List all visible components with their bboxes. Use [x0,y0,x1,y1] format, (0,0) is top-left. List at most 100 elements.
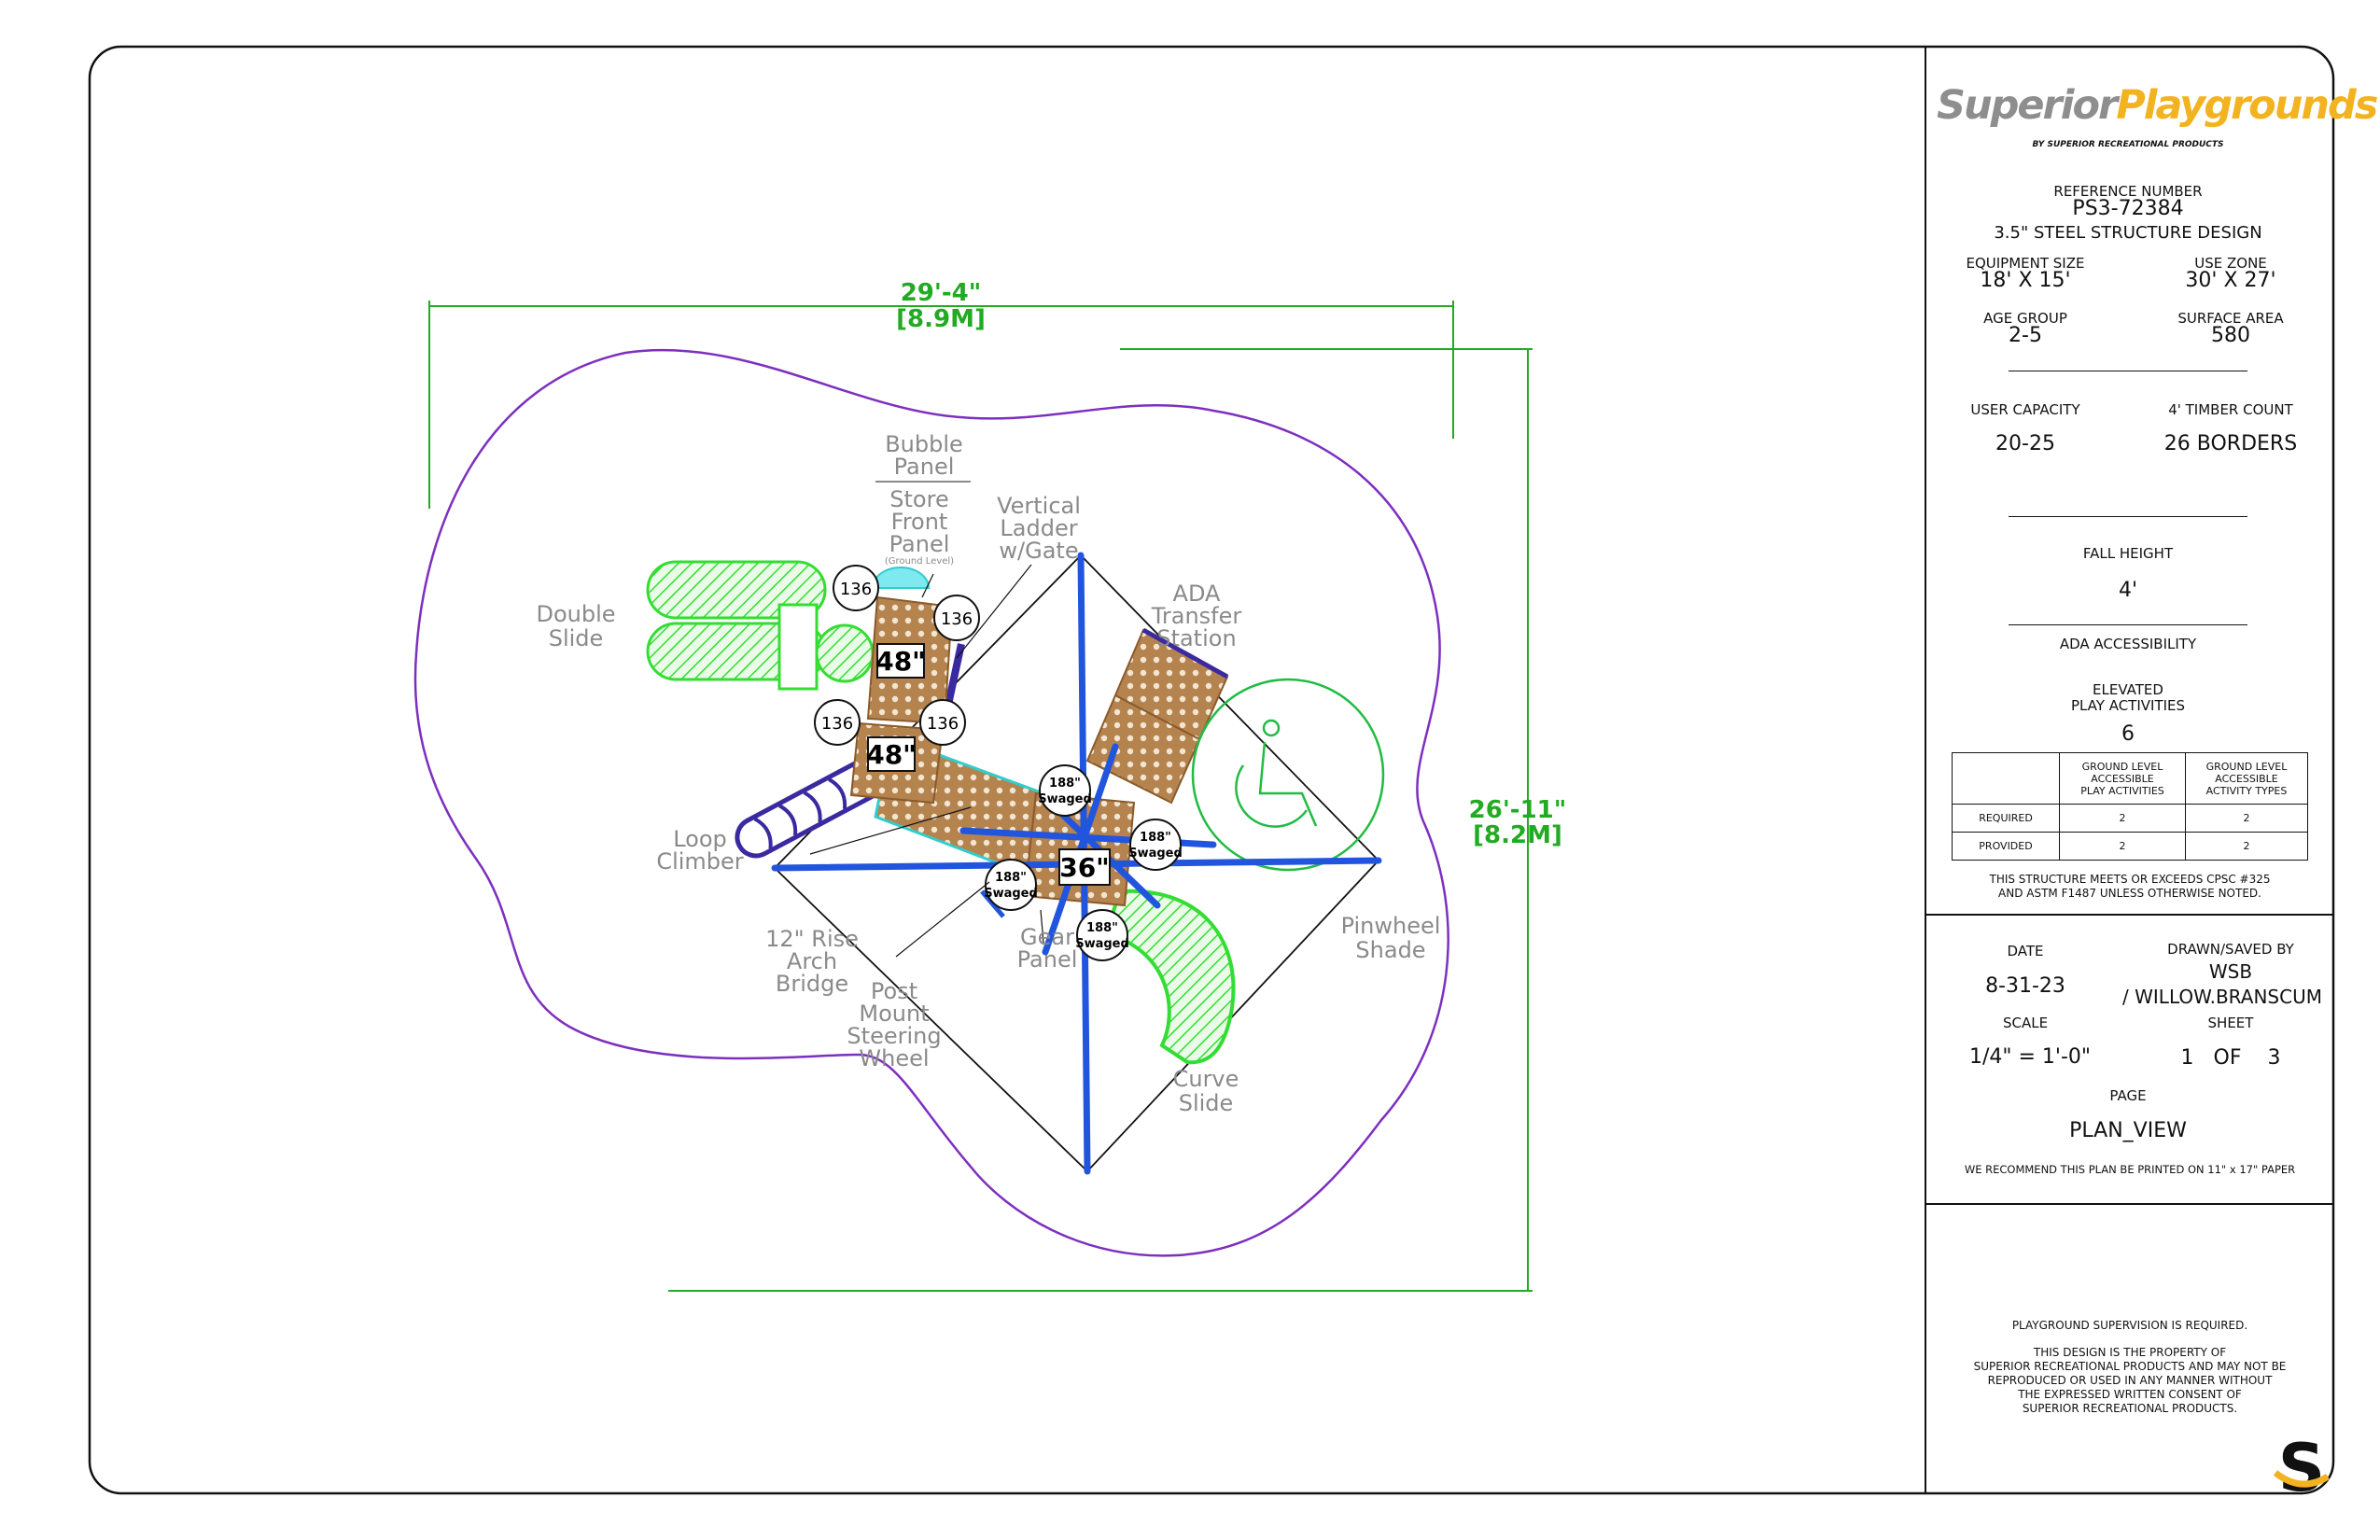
timber-count-label: 4' TIMBER COUNT [2168,401,2293,418]
svg-text:48": 48" [875,646,926,677]
post-marker: 136 [933,595,980,641]
scale-value: 1/4" = 1'-0" [1968,1045,2092,1069]
equipment-size-label: EQUIPMENT SIZE [1966,255,2085,272]
property-note: THIS DESIGN IS THE PROPERTY OF [2033,1346,2227,1359]
surface-area-value: 580 [2211,324,2250,347]
user-capacity-value: 20-25 [1995,432,2055,455]
use-zone-value: 30' X 27' [2185,269,2276,292]
supervision-note: PLAYGROUND SUPERVISION IS REQUIRED. [2011,1319,2248,1332]
reference-label: REFERENCE NUMBER [2053,183,2203,200]
label-arch-bridge: Arch [787,948,837,974]
property-note: SUPERIOR RECREATIONAL PRODUCTS AND MAY N… [1973,1360,2287,1373]
svg-text:Swaged: Swaged [1075,937,1129,951]
label-pinwheel-shade: Pinwheel [1341,913,1441,939]
page-value: PLAN_VIEW [2069,1119,2187,1142]
label-store-front-panel: Panel [889,531,950,557]
svg-text:188": 188" [1049,777,1081,791]
svg-text:188": 188" [1086,921,1118,935]
property-note: REPRODUCED OR USED IN ANY MANNER WITHOUT [1987,1374,2273,1387]
label-loop-climber: Loop [673,826,727,852]
label-store-front-panel: Store [889,486,948,512]
deck-height-tag: 48" [875,643,926,679]
vertical-ladder [945,643,965,706]
sheet-value: 1 OF 3 [2180,1046,2281,1070]
label-vertical-ladder: Vertical [997,493,1081,519]
print-note: WE RECOMMEND THIS PLAN BE PRINTED ON 11"… [1964,1163,2296,1176]
post-height-label: 136 [840,580,872,599]
page-label: PAGE [2109,1087,2147,1104]
label-arch-bridge: 12" Rise [765,926,859,952]
width-dimension-metric: [8.9M] [896,305,986,333]
age-group-value: 2-5 [2009,324,2042,347]
brand-logo: SuperiorPlaygrounds [1937,82,2378,129]
use-zone-label: USE ZONE [2194,255,2267,272]
elevated-label: ELEVATED [2093,681,2163,698]
label-gear-panel: Panel [1017,946,1078,973]
drawn-by-initials: WSB [2208,960,2253,983]
drawn-by-user: / WILLOW.BRANSCUM [2122,986,2322,1008]
reference-number: PS3-72384 [2072,197,2184,220]
post-marker: 136 [814,699,861,746]
label-double-slide: Slide [549,625,604,651]
ada-accessibility-circle [1191,678,1385,872]
label-loop-climber: Climber [656,848,743,875]
swaged-post-marker: 188" Swaged [1038,764,1092,817]
date-label: DATE [2007,943,2044,959]
label-curve-slide: Slide [1179,1090,1234,1116]
label-vertical-ladder: Ladder [1000,515,1077,541]
label-gear-panel: Gear [1020,924,1074,950]
svg-text:188": 188" [995,871,1027,885]
post-height-label: 136 [821,714,853,734]
label-curve-slide: Curve [1173,1066,1239,1092]
svg-text:Swaged: Swaged [984,887,1038,901]
timber-count-value: 26 BORDERS [2163,432,2298,455]
bubble-panel [871,567,931,589]
double-slide [646,560,875,691]
scale-label: SCALE [2002,1015,2049,1031]
depth-dimension-label: 26'-11" [1469,796,1567,824]
table-row: PROVIDED 2 2 [1952,832,2309,861]
label-store-front-note: (Ground Level) [885,556,954,567]
width-dimension [428,301,1454,509]
date-value: 8-31-23 [1985,974,2065,998]
ada-accessibility-label: ADA ACCESSIBILITY [2059,636,2197,652]
svg-text:36": 36" [1059,852,1110,883]
label-steering-wheel: Post [871,978,917,1004]
compliance-note: THIS STRUCTURE MEETS OR EXCEEDS CPSC #32… [1989,873,2271,886]
brand-byline: BY SUPERIOR RECREATIONAL PRODUCTS [2032,140,2224,149]
svg-text:S: S [2278,1430,2325,1506]
svg-text:188": 188" [1140,831,1171,845]
ada-transfer-station [1085,627,1229,805]
label-steering-wheel: Wheel [859,1045,929,1071]
svg-text:Swaged: Swaged [1038,792,1092,806]
post-height-label: 136 [941,609,973,629]
fall-height-value: 4' [2118,579,2138,602]
label-ada-transfer: Transfer [1151,603,1242,629]
label-store-front-panel: Front [891,509,948,535]
property-note: THE EXPRESSED WRITTEN CONSENT OF [2018,1388,2242,1401]
label-bubble-panel: Bubble [885,431,963,457]
svg-text:48": 48" [866,739,917,770]
equipment-size-value: 18' X 15' [1980,269,2071,292]
label-ada-transfer: Station [1156,625,1236,651]
swaged-post-marker: 188" Swaged [1128,819,1183,871]
elevated-label: PLAY ACTIVITIES [2070,697,2186,714]
steering-wheel-post [980,889,1005,918]
depth-dimension [668,348,1533,1292]
label-steering-wheel: Mount [859,1001,929,1027]
label-double-slide: Double [536,601,615,627]
elevated-value: 6 [2121,722,2135,746]
age-group-label: AGE GROUP [1983,310,2067,327]
sheet-border [88,45,2335,1495]
post-marker: 136 [833,565,879,611]
user-capacity-label: USER CAPACITY [1970,401,2080,418]
leader-lines [809,564,1044,958]
post-marker: 136 [919,699,966,746]
label-pinwheel-shade: Shade [1355,937,1425,963]
structure-design: 3.5" STEEL STRUCTURE DESIGN [1994,223,2262,243]
label-steering-wheel: Steering [847,1023,941,1049]
